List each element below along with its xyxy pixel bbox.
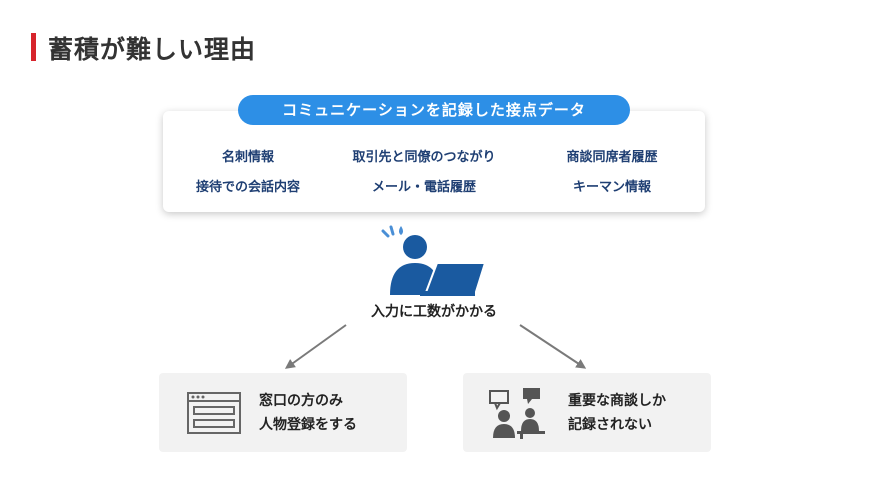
touchpoint-item: メール・電話履歴	[371, 180, 477, 195]
form-window-icon	[187, 392, 241, 434]
input-effort-caption: 入力に工数がかかる	[371, 304, 497, 320]
outcome-text-contact-only: 窓口の方のみ 人物登録をする	[259, 393, 357, 433]
touchpoint-item: 商談同席者履歴	[566, 150, 658, 165]
touchpoint-item: 取引先と同僚のつながり	[352, 150, 496, 165]
busy-person-laptop-icon	[381, 225, 487, 296]
page-title: 蓄積が難しい理由	[48, 35, 257, 64]
arrow-right	[519, 324, 587, 369]
touchpoint-item: キーマン情報	[572, 180, 652, 195]
arrow-left	[284, 324, 347, 369]
touchpoint-item: 名刺情報	[221, 150, 275, 165]
meeting-people-icon	[489, 388, 545, 439]
title-accent-bar	[31, 33, 36, 61]
outcome-text-important-only: 重要な商談しか 記録されない	[568, 393, 666, 433]
outcome-box-contact-only	[159, 373, 407, 452]
touchpoint-item: 接待での会話内容	[195, 180, 301, 195]
touchpoint-banner: コミュニケーションを記録した接点データ	[238, 95, 630, 125]
touchpoint-data-card	[163, 111, 705, 212]
